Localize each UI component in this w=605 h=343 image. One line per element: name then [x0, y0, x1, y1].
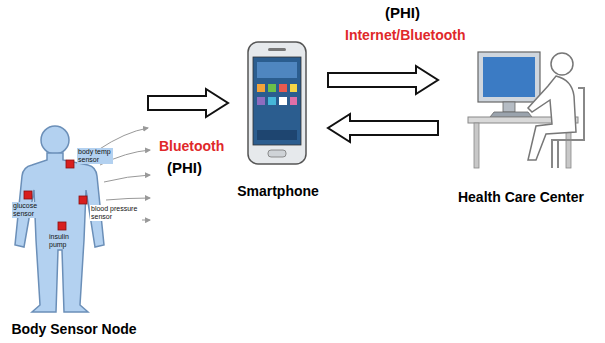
sensor-label: insulin pump [48, 233, 78, 249]
smartphone-figure [268, 150, 286, 157]
signal-lines [98, 128, 148, 150]
smartphone-figure [290, 84, 297, 92]
sensor-symbol [66, 160, 74, 168]
sensor-label: glucose sensor [12, 202, 42, 218]
healthcare-figure [490, 112, 532, 117]
phi-label: (PHI) [384, 4, 421, 21]
block-arrow [148, 89, 228, 117]
sensor-symbol [58, 222, 66, 230]
node-heading: Body Sensor Node [11, 321, 136, 337]
smartphone-figure [268, 97, 276, 105]
person-figure [41, 126, 69, 154]
smartphone-figure [257, 84, 265, 92]
healthcare-figure [483, 57, 535, 97]
sensor-label: blood pressure sensor [90, 205, 142, 221]
smartphone-figure [268, 84, 276, 92]
healthcare-figure [468, 52, 584, 168]
device-node: Smartphone [230, 38, 326, 202]
phi-label: (PHI) [166, 159, 203, 176]
sensor-symbol [24, 191, 32, 199]
sensor-label: body temp sensor [77, 148, 113, 164]
healthcare-figure [551, 53, 573, 75]
signal-lines [104, 175, 150, 182]
smartphone-figure [257, 130, 297, 140]
smartphone-figure [290, 97, 297, 105]
smartphone-figure [253, 57, 301, 145]
smartphone-figure [248, 42, 306, 164]
sensor-symbol [24, 160, 87, 230]
healthcare-figure [474, 123, 479, 168]
smartphone-figure [257, 62, 297, 78]
smartphone-figure [257, 97, 265, 105]
healthcare-figure [503, 102, 515, 112]
device-node: Body Sensor Node [2, 60, 146, 340]
smartphone-figure [248, 42, 306, 164]
smartphone-figure [268, 48, 286, 51]
device-node: Health Care Center [440, 38, 602, 208]
healthcare-figure [478, 52, 540, 102]
block-arrow [328, 66, 438, 94]
signal-lines [106, 198, 150, 200]
person-figure [15, 153, 104, 312]
smartphone-figure [279, 97, 287, 105]
smartphone-figure [279, 84, 287, 92]
node-heading: Health Care Center [458, 189, 584, 205]
node-heading: Smartphone [237, 183, 319, 199]
healthcare-figure [528, 76, 576, 160]
edge-label: Internet/Bluetooth [344, 27, 467, 43]
sensor-symbol [79, 196, 87, 204]
edge-label: Bluetooth [158, 138, 225, 154]
block-arrow [328, 114, 438, 142]
